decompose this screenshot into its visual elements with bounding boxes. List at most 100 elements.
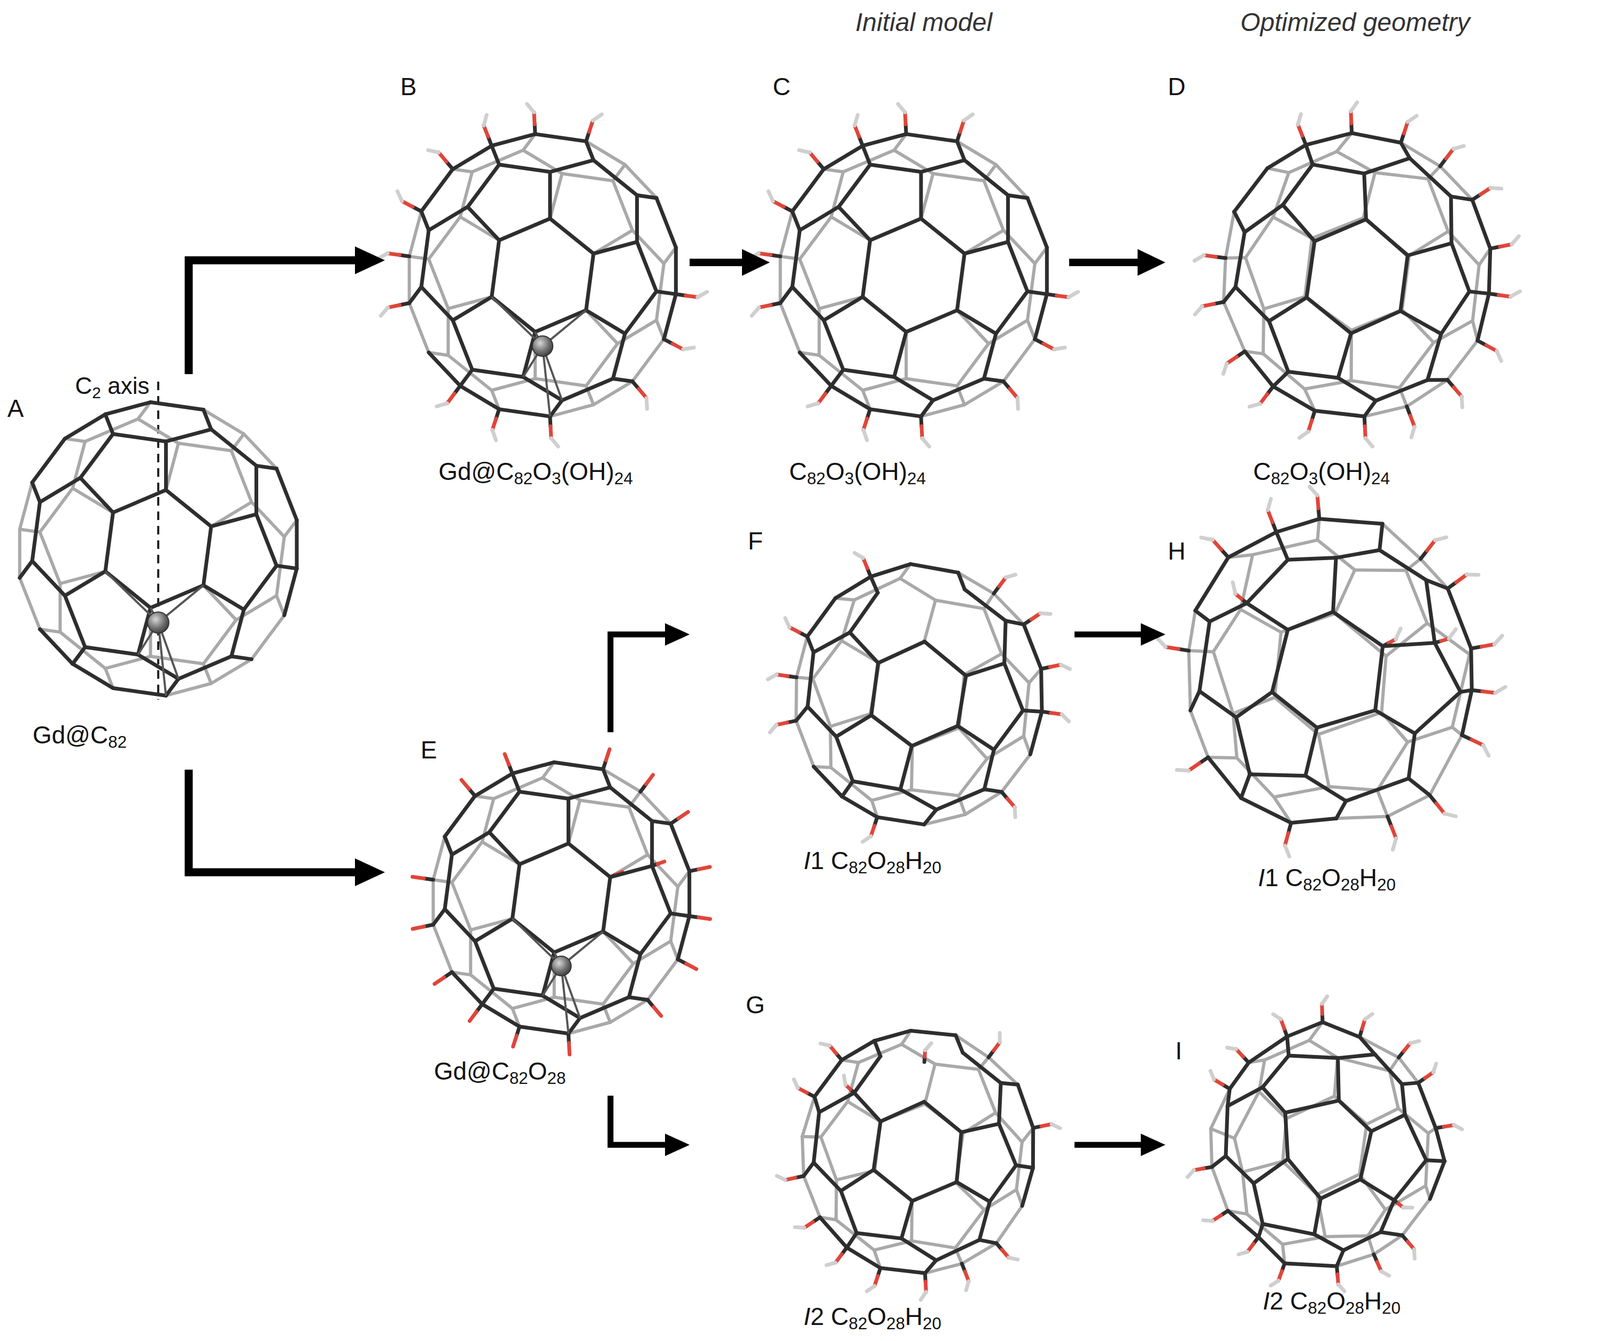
cage-bond-back <box>1188 650 1214 652</box>
cage-bond-front <box>1335 550 1380 558</box>
cage-bond-front <box>165 678 179 696</box>
formula-label: Gd@C82O3(OH)24 <box>438 457 633 486</box>
cage-bond-front <box>1228 531 1277 558</box>
cage-bond-front <box>80 477 113 513</box>
subscript: 82 <box>1270 469 1290 489</box>
cage-bond-front <box>841 781 853 798</box>
cage-bond-back <box>1258 1091 1287 1119</box>
cage-bond-back <box>780 211 793 257</box>
hydrogen-stick <box>767 674 777 680</box>
cage-bond-front <box>1351 133 1402 143</box>
panel-letter: E <box>420 736 438 765</box>
cage-bond-front <box>613 378 633 382</box>
cage-bond-front <box>836 736 853 782</box>
cage-bond-back <box>284 520 297 537</box>
cage-bond-front <box>1034 294 1047 339</box>
cage-bond-front <box>979 1201 990 1241</box>
cage-bond-front <box>841 796 878 818</box>
cage-bond-back <box>451 882 471 931</box>
cage-bond-front <box>256 514 277 566</box>
cage-bond-front <box>1199 691 1237 718</box>
arrow-line <box>610 634 667 733</box>
cage-bond-front <box>818 1093 855 1113</box>
hydrogen-stick <box>1444 813 1456 817</box>
cage-bond-back <box>1351 380 1400 388</box>
cage-bond-front <box>1379 523 1383 551</box>
cage-bond-front <box>1022 1168 1033 1207</box>
molecule-panel: GI2 C82O28H20 <box>689 994 1075 1337</box>
subscript: 82 <box>513 469 533 489</box>
cage-bond-front <box>493 988 544 996</box>
hydrogen-stick <box>1157 638 1166 648</box>
cage-bond-front <box>803 1162 814 1177</box>
cage-bond-front <box>852 781 901 790</box>
cage-bond-front <box>433 909 445 925</box>
cage-bond-front <box>901 1201 912 1239</box>
hydrogen-stick <box>1226 1047 1236 1050</box>
cage-bond-front <box>1258 1237 1285 1264</box>
oxygen-stick <box>1482 691 1496 694</box>
formula-label: I1 C82O28H20 <box>1257 863 1396 893</box>
cage-bond-front <box>984 750 994 790</box>
arrow-line <box>1074 631 1142 638</box>
cage-bond-front <box>452 320 473 370</box>
cage-bond-front <box>836 715 872 737</box>
cage-bond-front <box>1234 211 1246 233</box>
cage-bond-back <box>778 256 783 304</box>
hydrogen-stick <box>1194 255 1204 261</box>
cage-bond-front <box>1314 1198 1321 1235</box>
cage-bond-front <box>1449 196 1454 244</box>
cage-bond-front <box>823 297 863 321</box>
gd-atom <box>551 956 572 977</box>
cage-bond-front <box>1409 158 1451 197</box>
cage-bond-front <box>164 441 168 491</box>
arrow-head <box>1140 623 1166 646</box>
cage-bond-front <box>1350 311 1401 334</box>
cage-bond-front <box>906 134 957 142</box>
cage-bond-front <box>956 253 965 311</box>
hydrogen-stick <box>1273 1014 1281 1020</box>
cage-bond-front <box>961 1124 999 1133</box>
cage-bond-front <box>1312 164 1364 174</box>
cage-bond-front <box>921 160 965 173</box>
cage-bond-back <box>632 339 664 382</box>
cage-bond-back <box>1328 786 1378 791</box>
cage-bond-front <box>1379 550 1427 581</box>
cage-bond-back <box>1447 340 1478 381</box>
cage-bond-back <box>407 256 412 304</box>
cage-bond-back <box>1247 1214 1283 1245</box>
cage-bond-front <box>823 320 844 370</box>
hydrogen-stick <box>898 104 906 113</box>
cage-bond-front <box>475 918 513 942</box>
cage-bond-front <box>231 656 252 660</box>
cage-bond-front <box>650 821 654 867</box>
molecule-panel: EGd@C82O28 <box>384 732 706 1096</box>
hydrogen-stick <box>492 429 497 440</box>
cage-bond-back <box>1389 1057 1399 1072</box>
cage-bond-back <box>640 791 671 824</box>
cage-bond-front <box>880 1101 925 1122</box>
cage-bond-back <box>409 211 422 257</box>
cage-bond-back <box>870 714 913 747</box>
cage-bond-front <box>1288 371 1339 378</box>
hydrogen-stick <box>1014 807 1016 818</box>
cage-bond-back <box>1377 790 1388 817</box>
cage-bond-front <box>874 1040 881 1057</box>
oxygen-stick <box>1471 739 1484 746</box>
cage-bond-front <box>957 572 965 590</box>
cage-bond-front <box>871 715 912 746</box>
fullerene-cage <box>776 1030 1061 1300</box>
hydrogen-stick <box>592 114 602 121</box>
cage-bond-front <box>542 995 581 1019</box>
molecule-panel: II2 C82O28H20 <box>1165 1037 1551 1337</box>
cage-bond-back <box>243 434 277 469</box>
cage-bond-front <box>1451 243 1470 292</box>
cage-bond-front <box>813 766 842 797</box>
hydrogen-stick <box>854 552 864 559</box>
oxygen-stick <box>1212 539 1221 550</box>
cage-bond-back <box>988 1057 1018 1085</box>
gd-atom <box>147 612 169 634</box>
cage-bond-front <box>1462 690 1472 736</box>
hydrogen-stick <box>1249 403 1261 407</box>
cage-bond-front <box>936 789 985 810</box>
